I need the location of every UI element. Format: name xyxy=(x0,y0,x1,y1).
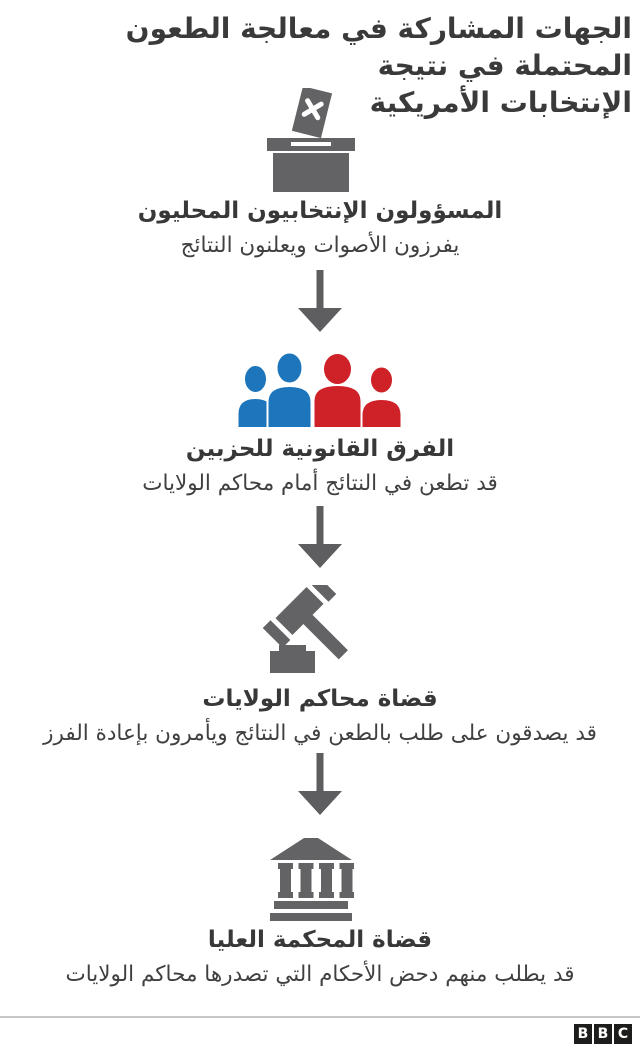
bbc-logo-block: B xyxy=(574,1024,592,1044)
step-1-description: يفرزون الأصوات ويعلنون النتائج xyxy=(180,233,460,258)
step-2-heading: الفرق القانونية للحزبين xyxy=(185,436,455,462)
ballot-box-icon xyxy=(263,88,359,196)
courthouse-icon xyxy=(268,836,355,926)
step-1-heading: المسؤولون الإنتخابيون المحليون xyxy=(137,198,503,224)
step-3-description: قد يصدقون على طلب بالطعن في النتائج ويأم… xyxy=(43,721,597,746)
arrow-down-icon xyxy=(298,506,342,572)
step-4-description: قد يطلب منهم دحض الأحكام التي تصدرها محا… xyxy=(65,962,575,987)
arrow-down-icon xyxy=(298,270,342,336)
gavel-icon xyxy=(261,574,357,679)
party-legal-teams-icon xyxy=(235,351,410,432)
step-4-heading: قضاة المحكمة العليا xyxy=(207,927,433,953)
step-2-description: قد تطعن في النتائج أمام محاكم الولايات xyxy=(142,471,498,496)
arrow-down-icon xyxy=(298,753,342,819)
footer-divider xyxy=(0,1016,640,1018)
bbc-logo-block: C xyxy=(614,1024,632,1044)
bbc-logo: B B C xyxy=(574,1024,632,1044)
page-title: الجهات المشاركة في معالجة الطعون المحتمل… xyxy=(8,10,632,121)
step-3-heading: قضاة محاكم الولايات xyxy=(202,686,438,712)
bbc-logo-block: B xyxy=(594,1024,612,1044)
page-title-line-1: الجهات المشاركة في معالجة الطعون المحتمل… xyxy=(125,12,632,82)
page-title-line-2: الإنتخابات الأمريكية xyxy=(369,86,632,119)
